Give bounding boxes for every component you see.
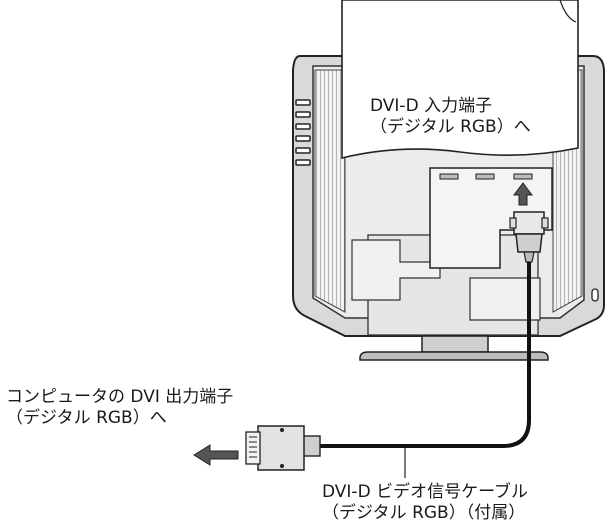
pc-output-label-line2: （デジタル RGB）へ [6,408,167,428]
cable-label-line1: DVI-D ビデオ信号ケーブル [322,482,529,502]
monitor-input-label: DVI-D 入力端子 （デジタル RGB）へ [370,96,531,138]
dvi-plug-pc-end [245,425,321,471]
up-arrow-icon [513,182,533,206]
pc-output-label: コンピュータの DVI 出力端子 （デジタル RGB）へ [6,387,233,429]
dvi-d-input-port [513,173,533,180]
label-paper [341,0,579,160]
monitor-stand [351,234,549,361]
monitor-input-label-line2: （デジタル RGB）へ [370,117,531,137]
left-arrow-icon [193,444,239,466]
monitor-input-label-line1: DVI-D 入力端子 [370,96,493,116]
dvi-plug-monitor-end [509,211,549,263]
lock-slot-icon [591,288,599,302]
cable-label-line2: （デジタル RGB）（付属） [322,503,526,523]
cable-label: DVI-D ビデオ信号ケーブル （デジタル RGB）（付属） [322,482,528,524]
vent-slots [295,99,311,166]
pc-output-label-line1: コンピュータの DVI 出力端子 [6,387,234,407]
dvi-d-cable [320,262,531,448]
